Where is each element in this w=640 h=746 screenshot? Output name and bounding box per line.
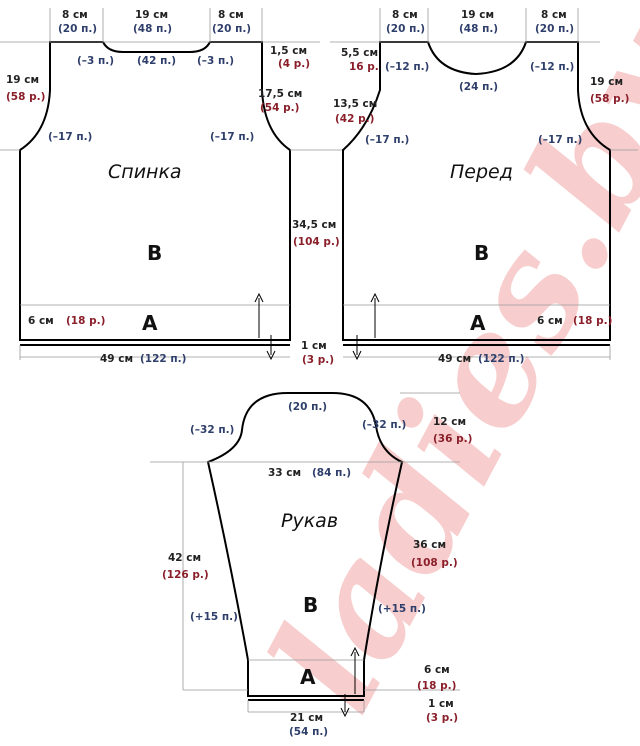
front-neck-cm: 19 см	[461, 9, 494, 21]
sleeve-cuff-cm: 21 см	[290, 712, 323, 724]
back-armhole-r: (58 р.)	[6, 91, 45, 103]
back-shoulder-right-cm: 8 см	[218, 9, 244, 21]
sleeve-cuff-p: (54 п.)	[289, 726, 328, 738]
front-shoulder-left-cm: 8 см	[392, 9, 418, 21]
back-armhole2-cm: 17,5 см	[258, 88, 302, 100]
back-rib-r: (18 р.)	[66, 315, 105, 327]
sleeve-cap-r: (36 р.)	[433, 433, 472, 445]
back-arm-dec-left: (–17 п.)	[48, 131, 92, 143]
front-outline	[342, 41, 611, 341]
sleeve-inc-right: (+15 п.)	[378, 603, 426, 615]
front-armhole-right-cm: 19 см	[590, 76, 623, 88]
front-armhole-left-cm: 13,5 см	[333, 98, 377, 110]
front-arm-dec-right: (–17 п.)	[538, 134, 582, 146]
sleeve-dec-right: (–32 п.)	[362, 419, 406, 431]
back-shoulder-left-cm: 8 см	[62, 9, 88, 21]
front-shoulder-right-p: (20 п.)	[535, 23, 574, 35]
back-neck-depth-r: (4 р.)	[278, 58, 310, 70]
back-width-p: (122 п.)	[140, 353, 186, 365]
sleeve-dec-left: (–32 п.)	[190, 424, 234, 436]
body-length-cm: 34,5 см	[292, 219, 336, 231]
front-shoulder-right-cm: 8 см	[541, 9, 567, 21]
sleeve-title: Рукав	[281, 510, 338, 532]
back-width-cm: 49 см	[100, 353, 133, 365]
back-zone-b: B	[147, 241, 162, 265]
front-width-p: (122 п.)	[478, 353, 524, 365]
front-rib-r: (18 р.)	[573, 315, 612, 327]
back-armhole-cm: 19 см	[6, 74, 39, 86]
front-width-cm: 49 см	[438, 353, 471, 365]
back-neck-dec-left: (–3 п.)	[77, 55, 114, 67]
back-neck-dec-right: (–3 п.)	[197, 55, 234, 67]
back-neck-p2: (42 п.)	[137, 55, 176, 67]
sleeve-rib-r: (18 р.)	[417, 680, 456, 692]
sleeve-zone-a: A	[300, 665, 316, 689]
front-rib-cm: 6 см	[537, 315, 563, 327]
sleeve-len2-cm: 36 см	[413, 539, 446, 551]
edge-r: (3 р.)	[302, 354, 334, 366]
sleeve-inc-left: (+15 п.)	[190, 611, 238, 623]
back-outline	[19, 41, 291, 341]
sleeve-edge-cm: 1 см	[428, 698, 454, 710]
front-armhole-left-r: (42 р.)	[335, 113, 374, 125]
front-armhole-right-r: (58 р.)	[590, 93, 629, 105]
front-neck-dec-left: (–12 п.)	[385, 61, 429, 73]
front-arm-dec-left: (–17 п.)	[365, 134, 409, 146]
front-neck-depth: 5,5 см	[341, 47, 378, 59]
back-neck-depth: 1,5 см	[270, 45, 307, 57]
sleeve-rib-cm: 6 см	[424, 664, 450, 676]
back-zone-a: A	[142, 311, 158, 335]
sleeve-width-cm: 33 см	[268, 467, 301, 479]
front-title: Перед	[450, 161, 513, 183]
back-neck-p: (48 п.)	[133, 23, 172, 35]
front-piece: 8 см (20 п.) 19 см (48 п.) 8 см (20 п.) …	[330, 8, 638, 365]
sleeve-top-p: (20 п.)	[288, 401, 327, 413]
front-neck-p: (48 п.)	[459, 23, 498, 35]
sleeve-zone-b: B	[303, 593, 318, 617]
sleeve-outline	[206, 391, 404, 697]
front-neck-dec-right: (–12 п.)	[530, 61, 574, 73]
center-labels: 34,5 см (104 р.) 1 см (3 р.)	[292, 219, 340, 366]
sleeve-width-p: (84 п.)	[312, 467, 351, 479]
back-rib-cm: 6 см	[28, 315, 54, 327]
sleeve-len2-r: (108 р.)	[411, 557, 458, 569]
front-shoulder-left-p: (20 п.)	[386, 23, 425, 35]
back-piece: 8 см (20 п.) 19 см (48 п.) 8 см (20 п.) …	[0, 8, 345, 365]
sleeve-edge-r: (3 р.)	[426, 712, 458, 724]
back-shoulder-right-p: (20 п.)	[212, 23, 251, 35]
back-armhole2-r: (54 р.)	[260, 102, 299, 114]
front-zone-a: A	[470, 311, 486, 335]
back-neck-cm: 19 см	[135, 9, 168, 21]
sleeve-piece: (20 п.) (–32 п.) (–32 п.) 12 см (36 р.) …	[150, 391, 472, 738]
body-length-r: (104 р.)	[293, 236, 340, 248]
back-arm-dec-right: (–17 п.)	[210, 131, 254, 143]
sleeve-cap-cm: 12 см	[433, 416, 466, 428]
back-shoulder-left-p: (20 п.)	[58, 23, 97, 35]
front-zone-b: B	[474, 241, 489, 265]
sleeve-length-cm: 42 см	[168, 552, 201, 564]
front-neck-depth-r: 16 р.	[349, 61, 379, 73]
back-title: Спинка	[108, 161, 182, 183]
edge-cm: 1 см	[301, 340, 327, 352]
sleeve-length-r: (126 р.)	[162, 569, 209, 581]
front-neck-p2: (24 п.)	[459, 81, 498, 93]
